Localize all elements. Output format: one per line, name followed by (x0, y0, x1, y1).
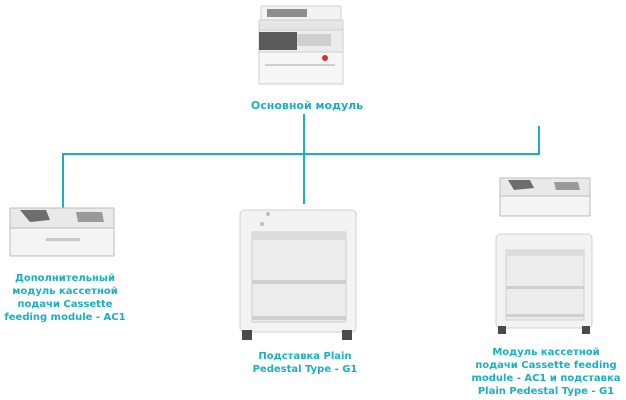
cassette-feeding-module-image (9, 207, 115, 257)
option-cassette-module-label: Дополнительный модуль кассетной подачи C… (4, 273, 126, 323)
connector-left-down (62, 153, 64, 213)
main-unit-printer-image (258, 5, 344, 85)
connector-main-down (303, 114, 305, 204)
option-cassette-and-pedestal-label: Модуль кассетной подачи Cassette feeding… (471, 347, 621, 397)
cassette-and-pedestal-image (495, 177, 593, 334)
plain-pedestal-image (239, 209, 357, 340)
connector-right-up (538, 126, 540, 155)
main-unit-label: Основной модуль (250, 99, 364, 112)
option-pedestal-label: Подставка Plain Pedestal Type - G1 (252, 351, 358, 375)
connector-horizontal (62, 153, 540, 155)
